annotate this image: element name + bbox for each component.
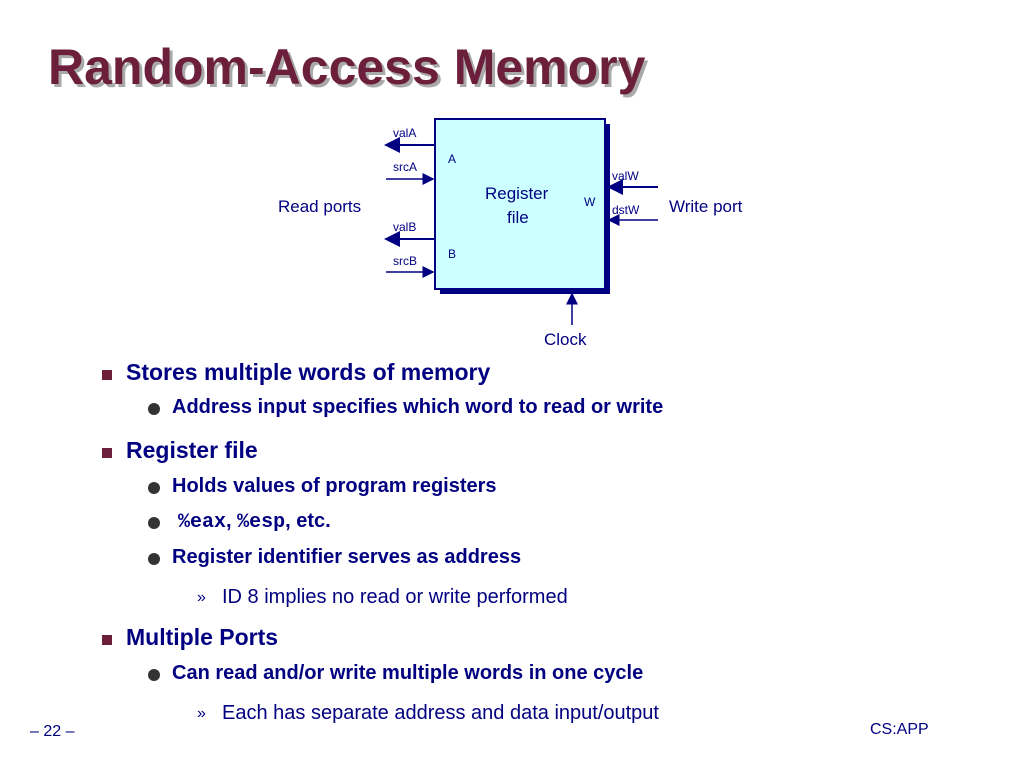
bullet-dot	[148, 553, 160, 565]
bullet-id8: ID 8 implies no read or write performed	[222, 586, 568, 608]
bullet-register-identifier: Register identifier serves as address	[172, 546, 522, 568]
bullet-square	[102, 448, 112, 458]
bullet-address-input: Address input specifies which word to re…	[172, 396, 664, 418]
etc-text: , etc.	[285, 510, 331, 532]
bullet-square	[102, 635, 112, 645]
bullet-separate-address: Each has separate address and data input…	[222, 702, 659, 724]
port-w-label: W	[584, 195, 596, 209]
register-label: Register	[485, 184, 549, 203]
port-b-label: B	[448, 247, 457, 261]
bullet-dot	[148, 403, 160, 415]
read-ports-label: Read ports	[278, 197, 362, 216]
dstW-label: dstW	[612, 203, 640, 217]
code-esp: %esp	[237, 511, 286, 534]
bullet-stores-words: Stores multiple words of memory	[126, 359, 491, 385]
write-port-label: Write port	[669, 197, 743, 216]
valB-label: valB	[393, 220, 417, 234]
clock-label: Clock	[544, 330, 587, 349]
comma-separator: ,	[226, 510, 232, 532]
bullet-square	[102, 370, 112, 380]
bullet-dot	[148, 669, 160, 681]
file-label: file	[507, 208, 529, 227]
bullet-register-examples: %eax, %esp, etc.	[178, 510, 331, 534]
valW-label: valW	[612, 169, 639, 183]
bullet-guillemet: »	[197, 589, 206, 606]
code-eax: %eax	[178, 511, 227, 534]
bullet-guillemet: »	[197, 705, 206, 722]
valA-label: valA	[393, 126, 417, 140]
bullet-register-file: Register file	[126, 437, 258, 463]
bullet-read-write-multiple: Can read and/or write multiple words in …	[172, 662, 644, 684]
port-a-label: A	[448, 152, 457, 166]
footer-csapp: CS:APP	[870, 721, 929, 738]
bullet-holds-values: Holds values of program registers	[172, 475, 497, 497]
bullet-dot	[148, 482, 160, 494]
bullet-dot	[148, 517, 160, 529]
slide-title: Random-Access Memory	[48, 39, 646, 95]
register-file-box	[434, 118, 606, 290]
srcB-label: srcB	[393, 254, 417, 268]
page-number: – 22 –	[30, 723, 75, 740]
bullet-multiple-ports: Multiple Ports	[126, 624, 279, 650]
srcA-label: srcA	[393, 160, 417, 174]
